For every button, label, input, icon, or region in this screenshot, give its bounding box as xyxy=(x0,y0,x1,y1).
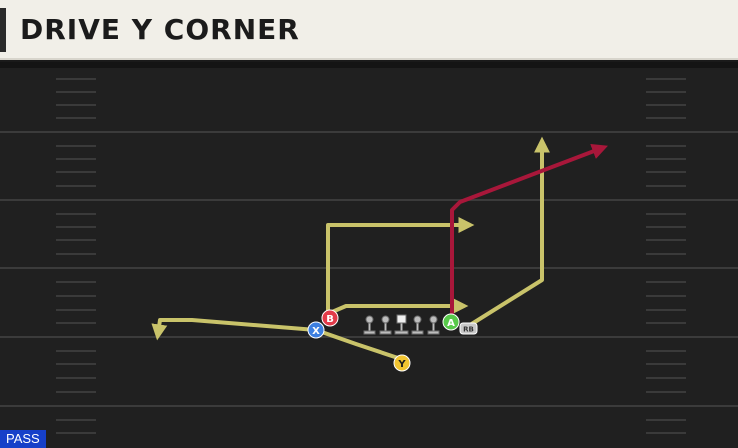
route-b-drag xyxy=(330,298,469,314)
route-rb xyxy=(468,136,550,327)
center-icon xyxy=(394,314,409,335)
route-y xyxy=(314,328,400,360)
route-a-highlight xyxy=(450,143,608,322)
player-y-label: Y xyxy=(397,359,406,370)
routes xyxy=(151,136,608,360)
player-a[interactable]: A xyxy=(442,313,460,331)
lineman-icon xyxy=(379,315,392,335)
player-b-label: B xyxy=(326,314,334,325)
yard-lines xyxy=(0,131,738,407)
player-rb-label: RB xyxy=(463,326,474,334)
player-rb[interactable]: RB xyxy=(459,322,478,335)
field-background xyxy=(0,62,738,448)
lineman-icon xyxy=(411,315,424,335)
player-a-label: A xyxy=(447,318,455,329)
play-title-bar: DRIVE Y CORNER xyxy=(0,0,738,60)
hash-marks-right xyxy=(646,78,686,434)
lineman-icon xyxy=(363,315,376,335)
field-shadow xyxy=(0,62,738,68)
route-x xyxy=(151,318,318,341)
player-x[interactable]: X xyxy=(307,321,325,339)
player-x-label: X xyxy=(312,326,320,337)
route-b-corner xyxy=(326,217,475,318)
lineman-icon xyxy=(427,315,440,335)
play-field: B X Y A RB xyxy=(0,62,738,448)
play-mode-badge: PASS xyxy=(0,430,46,448)
player-b[interactable]: B xyxy=(321,309,339,327)
hash-marks-left xyxy=(56,78,96,434)
play-title: DRIVE Y CORNER xyxy=(20,13,300,46)
title-accent xyxy=(0,8,6,52)
player-y[interactable]: Y xyxy=(393,354,411,372)
offensive-line xyxy=(363,314,440,335)
